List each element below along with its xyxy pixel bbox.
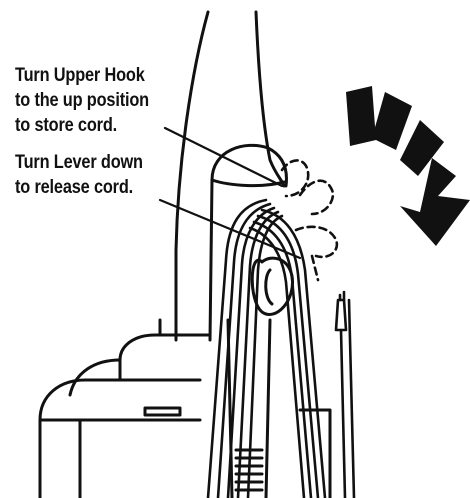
- handle-arm: [176, 12, 284, 340]
- curved-clockwise-arrow-icon: [346, 86, 470, 246]
- upper-hook-callout-line1: Turn Upper Hook: [15, 63, 149, 88]
- lever-callout-line2: to release cord.: [15, 175, 143, 200]
- upper-hook-callout: Turn Upper Hook to the up position to st…: [15, 63, 149, 138]
- lever-callout: Turn Lever down to release cord.: [15, 150, 143, 200]
- lever-callout-line1: Turn Lever down: [15, 150, 143, 175]
- vacuum-base-body: [40, 320, 330, 498]
- upper-hook-callout-line3: to store cord.: [15, 113, 149, 138]
- cord-plug: [336, 292, 354, 498]
- upper-hook-callout-line2: to the up position: [15, 88, 149, 113]
